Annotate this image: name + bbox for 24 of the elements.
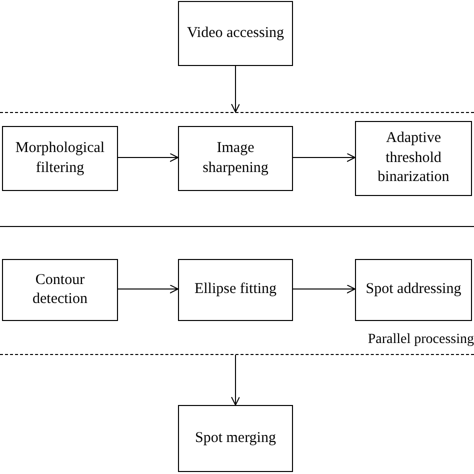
process-box xyxy=(178,259,293,321)
process-box xyxy=(178,1,293,66)
arrow xyxy=(292,284,356,294)
arrow xyxy=(118,284,178,294)
box-label: Spot addressing xyxy=(366,280,462,300)
process-box xyxy=(355,121,472,196)
dashed-band xyxy=(0,112,474,355)
arrow xyxy=(231,354,240,406)
box-label: Morphological filtering xyxy=(14,139,106,178)
box-label: Spot merging xyxy=(195,428,276,448)
process-box xyxy=(178,405,293,472)
box-label: Contour detection xyxy=(32,270,88,309)
arrow xyxy=(231,66,240,112)
box-label: Adaptive threshold binarization xyxy=(376,129,450,188)
box-label: Video accessing xyxy=(187,24,284,43)
box-label: Image sharpening xyxy=(202,139,270,178)
arrow xyxy=(292,153,356,162)
process-box xyxy=(178,126,293,191)
group-label: Parallel processing xyxy=(368,331,474,348)
arrow xyxy=(118,153,178,162)
process-box xyxy=(355,259,472,321)
process-box xyxy=(2,259,118,321)
process-box xyxy=(2,126,118,191)
box-label: Ellipse fitting xyxy=(194,280,277,300)
